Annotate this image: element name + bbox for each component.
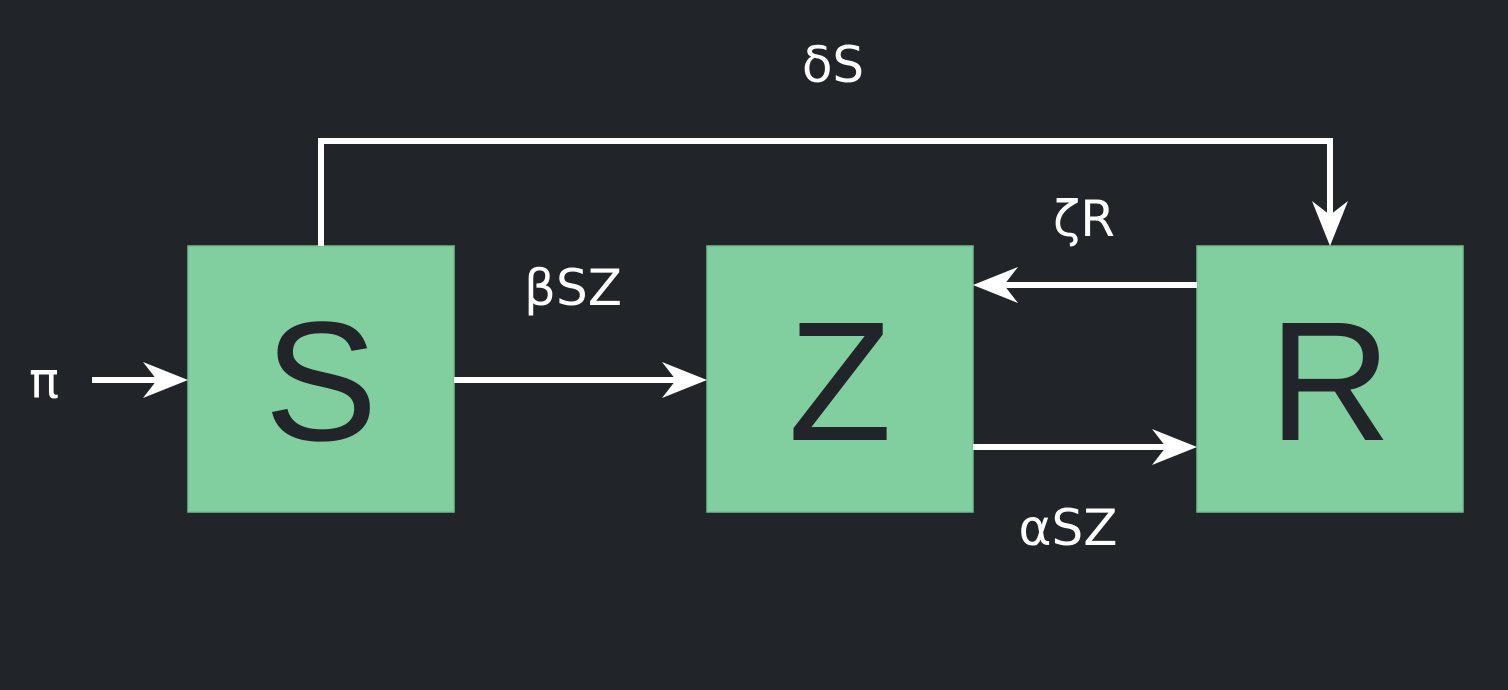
edge-s-to-z: βSZ bbox=[454, 259, 707, 398]
edge-s-to-r-arrowhead bbox=[1312, 201, 1348, 246]
node-s-label: S bbox=[264, 287, 377, 477]
edge-r-to-z-label: ζR bbox=[1053, 190, 1115, 248]
edge-z-to-r-arrowhead bbox=[1152, 429, 1197, 465]
node-z-label: Z bbox=[788, 287, 892, 477]
edge-s-to-r-line bbox=[318, 138, 1333, 246]
edge-s-to-z-arrowhead bbox=[662, 362, 707, 398]
node-s: S bbox=[187, 245, 455, 513]
node-r-label: R bbox=[1269, 287, 1392, 477]
edge-s-to-r-label: δS bbox=[802, 36, 864, 94]
edge-s-to-r: δS bbox=[318, 36, 1348, 246]
edge-z-to-r-label: αSZ bbox=[1019, 499, 1118, 557]
node-s-box bbox=[187, 245, 455, 513]
node-z-box bbox=[706, 245, 974, 513]
edge-z-to-r: αSZ bbox=[973, 429, 1197, 557]
edge-r-to-z: ζR bbox=[973, 190, 1197, 303]
node-z: Z bbox=[706, 245, 974, 513]
edge-inflow: π bbox=[29, 352, 188, 410]
edge-inflow-arrowhead bbox=[143, 362, 188, 398]
edge-s-to-z-label: βSZ bbox=[524, 259, 622, 317]
node-r: R bbox=[1196, 245, 1464, 513]
edge-r-to-z-arrowhead bbox=[973, 267, 1018, 303]
edge-inflow-label: π bbox=[29, 352, 59, 410]
